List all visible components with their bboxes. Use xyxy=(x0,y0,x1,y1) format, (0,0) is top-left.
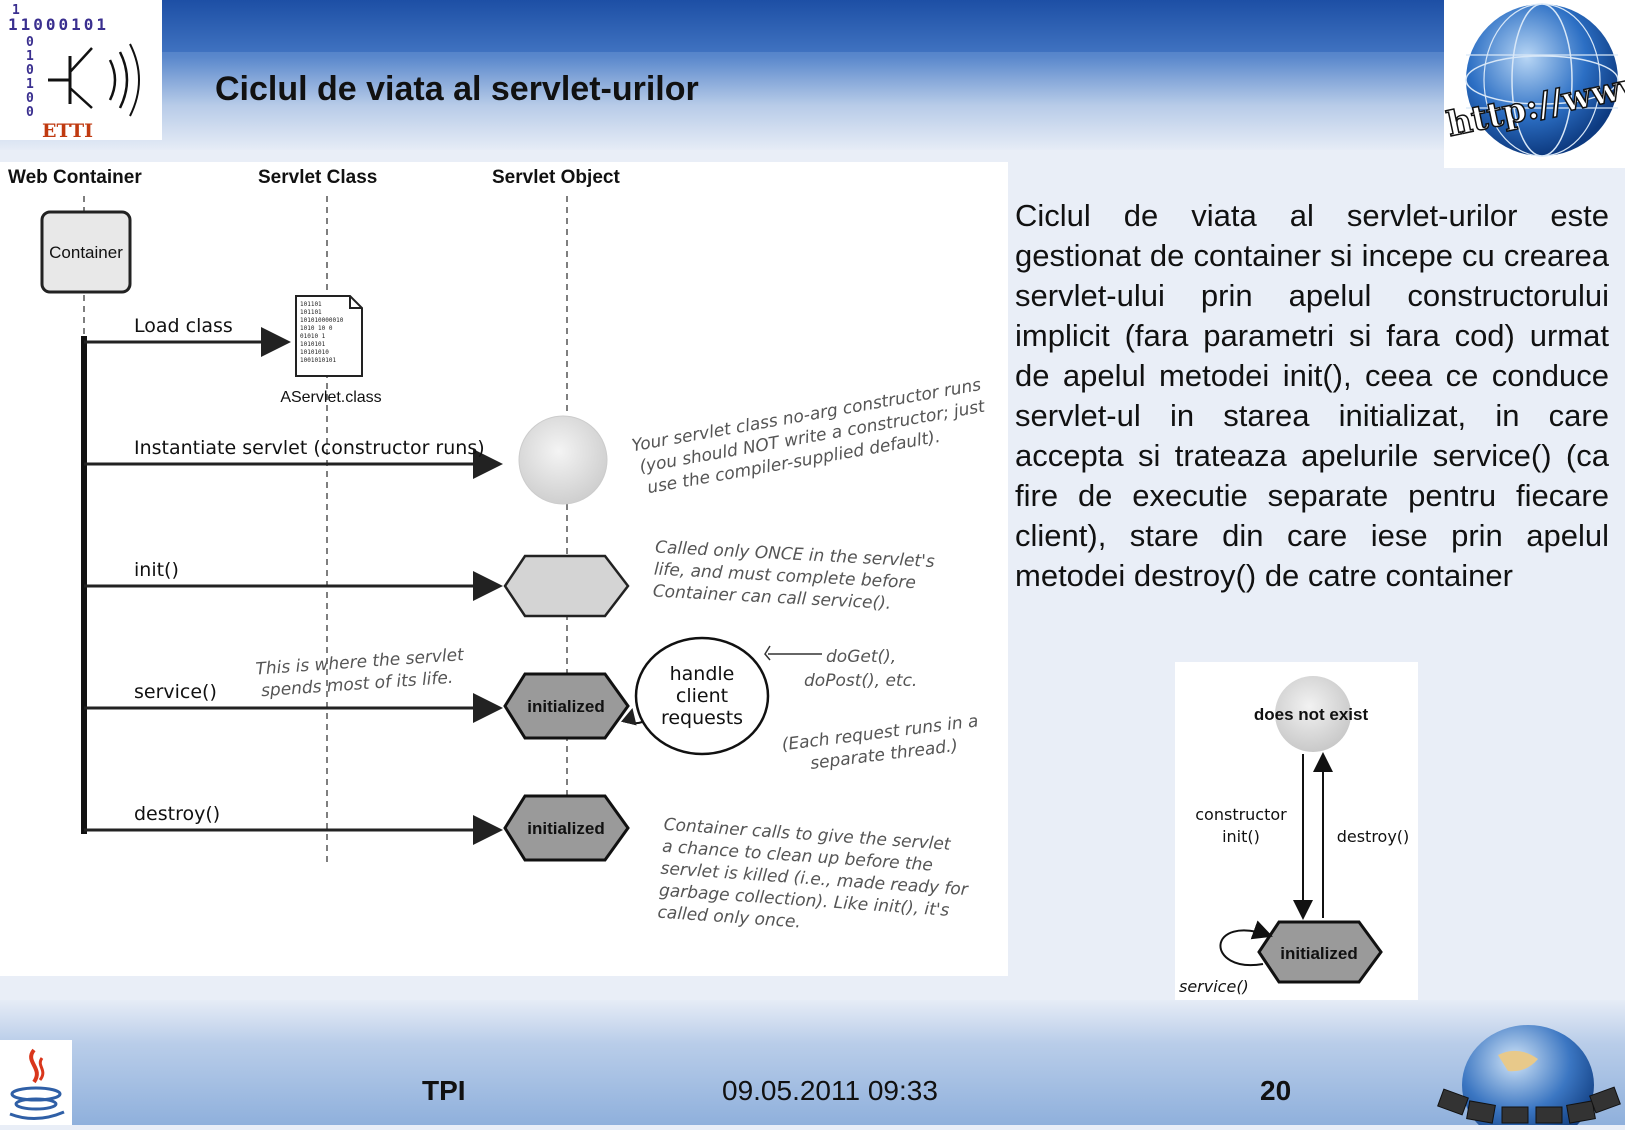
column-servlet-class: Servlet Class xyxy=(258,167,377,188)
svg-text:101101: 101101 xyxy=(300,301,322,308)
lifecycle-diagram: Web Container Servlet Class Servlet Obje… xyxy=(0,162,1008,976)
svg-text:0: 0 xyxy=(26,105,34,120)
svg-text:0: 0 xyxy=(26,63,34,78)
footer-date: 09.05.2011 09:33 xyxy=(722,1075,938,1106)
logo-etti-text: ETTI xyxy=(42,120,93,140)
label-destroy: destroy() xyxy=(1337,827,1410,846)
svg-text:1001010101: 1001010101 xyxy=(300,357,337,364)
state-does-not-exist-circle xyxy=(1275,676,1351,752)
state-diagram: does not exist constructor init() destro… xyxy=(1175,662,1418,1000)
footer-background xyxy=(0,1000,1625,1125)
svg-text:1010 10 0: 1010 10 0 xyxy=(300,325,333,332)
step-service: service() xyxy=(134,681,217,703)
class-file-name: AServlet.class xyxy=(280,389,381,406)
svg-text:101010000010: 101010000010 xyxy=(300,317,344,324)
etti-logo: 1 11000101 0 1 0 1 0 0 ETTI xyxy=(0,0,162,142)
label-service: service() xyxy=(1179,977,1249,996)
state-initialized-hexagon xyxy=(1257,920,1383,984)
step-load-class: Load class xyxy=(134,315,233,337)
bubble-line-3: requests xyxy=(661,707,743,729)
svg-text:1: 1 xyxy=(12,3,20,18)
handle-requests-bubble xyxy=(634,636,770,756)
column-web-container: Web Container xyxy=(8,167,142,188)
state-initialized-service: initialized xyxy=(527,697,604,716)
page-title: Ciclul de viata al servlet-urilor xyxy=(215,70,699,108)
column-servlet-object: Servlet Object xyxy=(492,167,620,188)
bubble-line-2: client xyxy=(676,685,728,707)
svg-text:1: 1 xyxy=(26,77,34,92)
object-created-circle xyxy=(518,415,608,505)
svg-text:0: 0 xyxy=(26,91,34,106)
service-loop-arrow xyxy=(1219,920,1273,967)
svg-text:01010 1: 01010 1 xyxy=(300,333,326,340)
class-file-icon xyxy=(295,295,363,377)
page-number: 20 xyxy=(1260,1075,1292,1106)
network-globe-icon xyxy=(1428,1015,1625,1130)
state-initialized-destroy: initialized xyxy=(527,819,604,838)
step-destroy: destroy() xyxy=(134,803,220,825)
logo-binary-text: 11000101 xyxy=(8,15,109,34)
container-label: Container xyxy=(49,243,123,262)
globe-http-logo: http://www xyxy=(1443,0,1625,168)
note-doget-2: doPost(), etc. xyxy=(804,671,917,691)
label-init: init() xyxy=(1222,827,1260,846)
step-init: init() xyxy=(134,559,179,581)
bubble-line-1: handle xyxy=(670,663,735,685)
object-initialized-hexagon-destroy xyxy=(503,794,630,862)
svg-text:10101010: 10101010 xyxy=(300,349,329,356)
svg-text:1010101: 1010101 xyxy=(300,341,326,348)
svg-text:1: 1 xyxy=(26,49,34,64)
state-initialized: initialized xyxy=(1280,944,1357,963)
description-paragraph: Ciclul de viata al servlet-urilor este g… xyxy=(1015,198,1609,593)
note-doget-1: doGet(), xyxy=(826,647,896,667)
label-constructor: constructor xyxy=(1195,805,1287,824)
state-does-not-exist: does not exist xyxy=(1254,705,1369,724)
object-init-hexagon xyxy=(503,554,630,618)
footer-course: TPI xyxy=(422,1075,466,1106)
object-initialized-hexagon-service xyxy=(503,672,630,740)
svg-text:101101: 101101 xyxy=(300,309,322,316)
svg-text:0: 0 xyxy=(26,35,34,50)
container-box xyxy=(40,210,132,294)
step-instantiate: Instantiate servlet (constructor runs) xyxy=(134,437,485,459)
header-band xyxy=(160,0,1460,52)
java-logo xyxy=(0,1040,72,1125)
